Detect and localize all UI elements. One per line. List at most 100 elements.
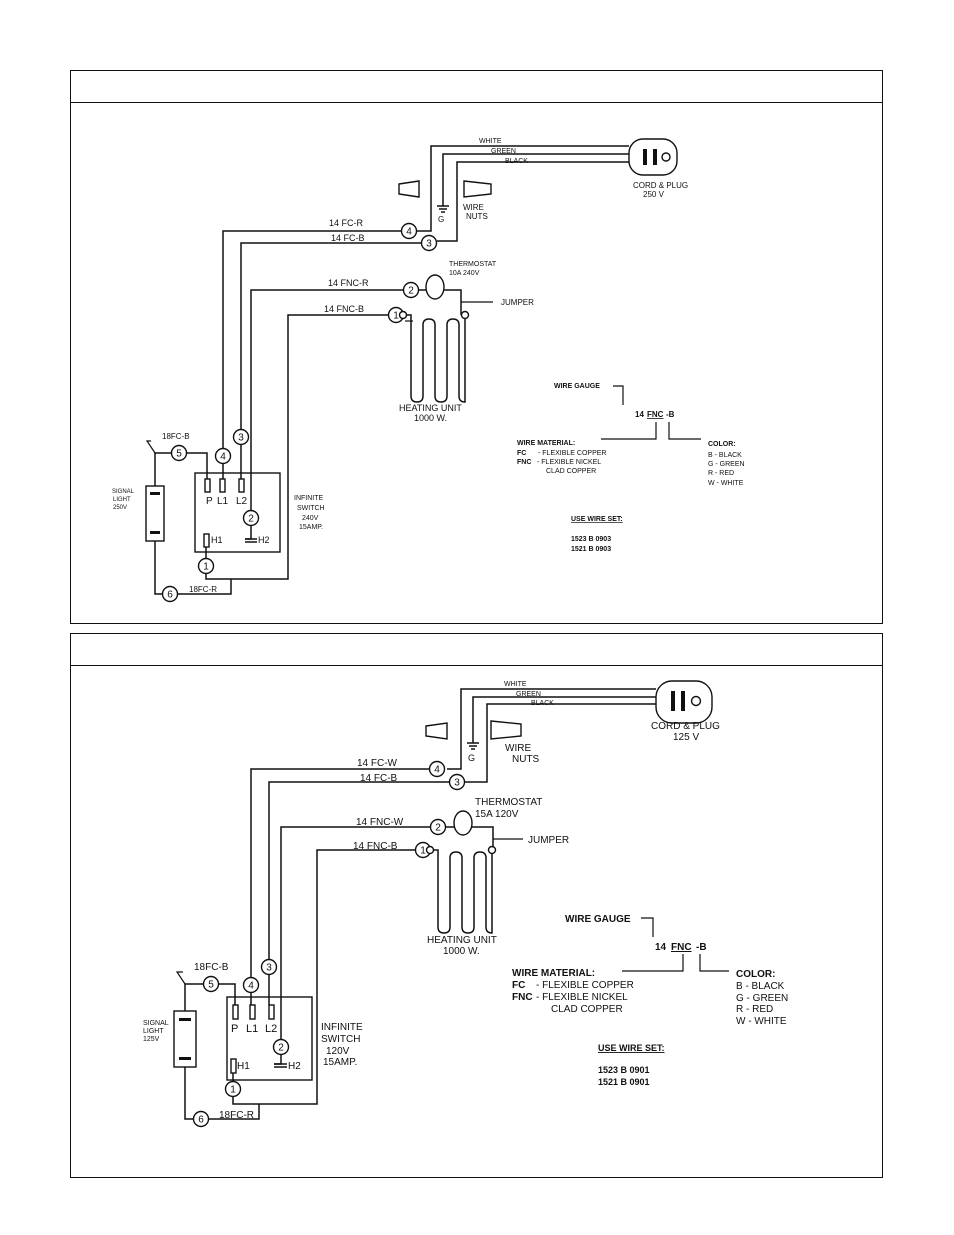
plug-prong-icon [681, 691, 685, 711]
wire-material-fnc-value: - FLEXIBLE NICKEL [537, 459, 601, 466]
wire-number-2: 2 [278, 1043, 284, 1054]
wire-number-1: 1 [393, 311, 399, 322]
wire-number-6-circle [161, 585, 179, 603]
wire-material-fc-value: - FLEXIBLE COPPER [536, 980, 634, 991]
wire-6 [154, 541, 232, 595]
wire-white [421, 145, 629, 232]
switch-terminal-h1: H1 [237, 1061, 250, 1072]
wire-number-2-circle [242, 509, 260, 527]
color-white: W - WHITE [708, 480, 744, 487]
thermostat-icon [425, 274, 445, 300]
wire-2-label: 14 FNC-R [328, 278, 369, 288]
plug-ground-pin-icon [690, 695, 702, 707]
wire-number-3-circle [232, 428, 250, 446]
wire-nuts-label: WIRE [463, 203, 484, 212]
switch-voltage: 240V [302, 515, 319, 522]
wire-number-3-circle [260, 958, 278, 976]
wire-number-1-circle [224, 1080, 242, 1098]
wire-color-leader [668, 422, 701, 440]
signal-light-terminal-icon [150, 492, 160, 495]
wire-number-2-circle [272, 1038, 290, 1056]
signal-light-label: SIGNAL [112, 489, 135, 495]
wire-number-3: 3 [454, 778, 460, 789]
wire-3 [268, 781, 449, 1005]
wire-1-label: 14 FNC-B [353, 841, 398, 852]
wire-black-label: BLACK [505, 158, 528, 165]
switch-terminal-h1: H1 [211, 535, 223, 545]
wire-set-1: 1523 B 0901 [598, 1065, 650, 1075]
wire-number-1: 1 [230, 1085, 236, 1096]
wire-6-label: 18FC-R [189, 585, 217, 594]
wire-number-6: 6 [198, 1115, 204, 1126]
wire-nuts-label: WIRE [505, 743, 531, 754]
wire-material-leader [622, 954, 684, 972]
wire-white [447, 688, 656, 770]
wire-nuts-label: NUTS [512, 754, 540, 765]
switch-terminal-l1: L1 [246, 1023, 258, 1035]
switch-terminal-tab-icon [232, 1004, 239, 1020]
thermostat-label: THERMOSTAT [475, 797, 542, 808]
wire-nut-icon [490, 720, 522, 740]
wire-6-label: 18FC-R [219, 1110, 254, 1121]
cord-plug-voltage: 250 V [643, 190, 665, 199]
wire-black [437, 161, 629, 242]
wire-code-gauge: 14 [655, 942, 667, 953]
wire-material-fnc-key: FNC [512, 992, 533, 1003]
heating-unit-label: HEATING UNIT [399, 403, 462, 413]
wire-material-title: WIRE MATERIAL: [517, 440, 575, 447]
signal-light-label: SIGNAL [143, 1020, 169, 1027]
wire-material-fnc-value-2: CLAD COPPER [551, 1004, 623, 1015]
wire-2-label: 14 FNC-W [356, 817, 404, 828]
plug-prong-icon [671, 691, 675, 711]
wire-5-label: 18FC-B [162, 432, 190, 441]
switch-label: SWITCH [297, 505, 325, 512]
wire-gauge-leader [641, 917, 654, 937]
wire-nut-icon [463, 180, 492, 198]
wire-material-fnc-key: FNC [517, 459, 531, 466]
wire-number-3: 3 [238, 433, 244, 444]
wire-nut-icon [398, 180, 420, 198]
panel-header-bar [71, 634, 882, 666]
wire-number-4: 4 [248, 981, 254, 992]
color-black: B - BLACK [736, 981, 785, 992]
thermostat-icon [453, 810, 473, 836]
color-green: G - GREEN [736, 993, 788, 1004]
wire-code-material: FNC [671, 942, 692, 953]
wire-code-color: -B [666, 410, 675, 419]
switch-terminal-tab-icon [249, 1004, 256, 1020]
wire-gauge-leader [613, 385, 624, 405]
wire-number-2: 2 [248, 514, 254, 525]
thermostat-leads [418, 289, 462, 315]
thermostat-leads [445, 826, 494, 850]
wire-black [463, 703, 656, 783]
heating-unit-element [431, 849, 493, 934]
wire-4 [222, 230, 421, 479]
thermostat-rating: 10A 240V [449, 270, 480, 277]
wire-black-label: BLACK [531, 700, 554, 707]
wire-material-fnc-value-2: CLAD COPPER [546, 468, 596, 475]
switch-terminal-tab-icon [268, 1004, 275, 1020]
ground-label: G [468, 753, 475, 763]
signal-light-terminal-icon [150, 531, 160, 534]
wire-white-label: WHITE [479, 138, 502, 145]
wire-number-5: 5 [208, 980, 214, 991]
heating-unit-terminal-icon [460, 310, 470, 320]
wire-4-label: 14 FC-W [357, 758, 398, 769]
wire-nut-icon [425, 722, 448, 740]
wire-green [472, 696, 656, 743]
thermostat-label: THERMOSTAT [449, 261, 497, 268]
switch-terminal-p: P [231, 1023, 238, 1035]
wire-code-material: FNC [647, 410, 664, 419]
switch-label: INFINITE [321, 1022, 363, 1033]
jumper-label: JUMPER [528, 835, 569, 846]
wire-set-1: 1523 B 0903 [571, 536, 611, 543]
cord-plug-label: CORD & PLUG [633, 181, 688, 190]
wire-gauge-label: WIRE GAUGE [565, 914, 631, 925]
switch-terminal-l1: L1 [217, 496, 229, 507]
wire-number-5-circle [202, 975, 220, 993]
wire-material-fc-key: FC [517, 450, 526, 457]
wire-3-label: 14 FC-B [331, 233, 365, 243]
switch-terminal-tab-icon [204, 478, 211, 493]
